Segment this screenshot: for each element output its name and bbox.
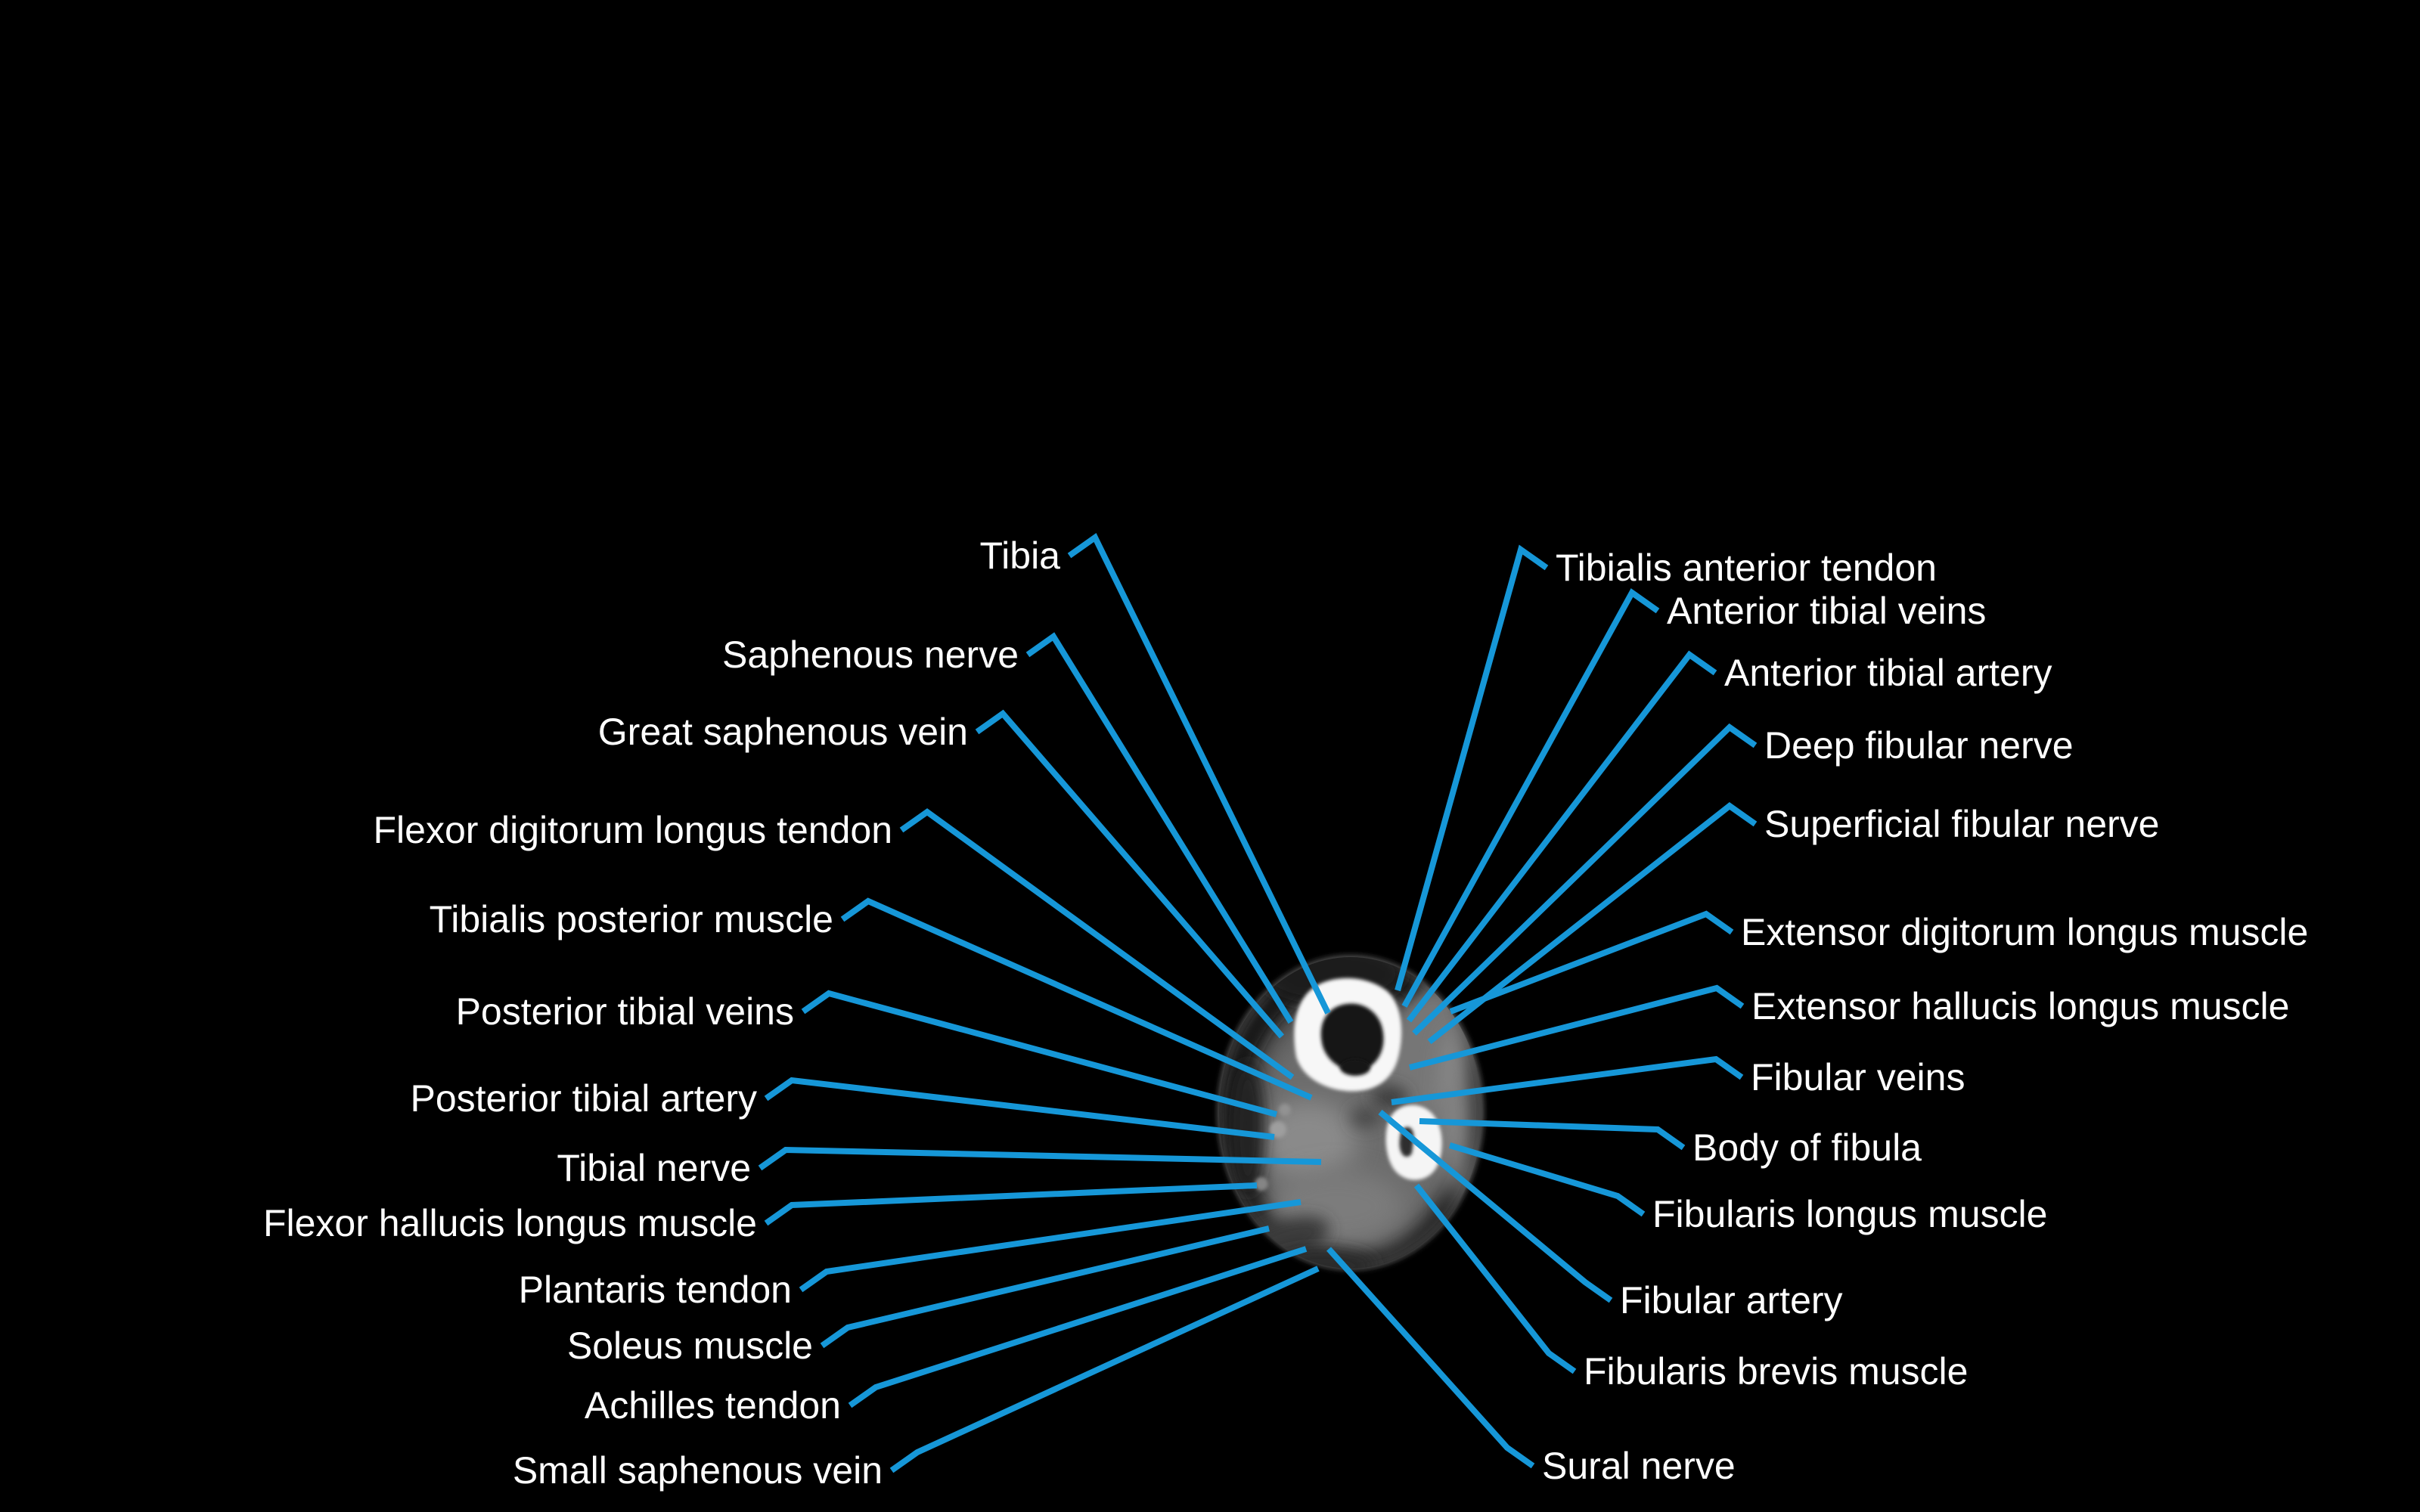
leader-line-flexor-hallucis-longus-muscle bbox=[764, 1182, 1258, 1226]
leader-line-superficial-fibular-nerve bbox=[1427, 802, 1758, 1045]
leader-line-anterior-tibial-artery bbox=[1406, 650, 1717, 1023]
leader-line-achilles-tendon bbox=[848, 1246, 1308, 1408]
leader-line-tibial-nerve bbox=[758, 1146, 1322, 1171]
leader-line-small-saphenous-vein bbox=[889, 1266, 1320, 1473]
leader-line-tibialis-anterior-tendon bbox=[1395, 544, 1549, 992]
leader-line-saphenous-nerve bbox=[1025, 632, 1294, 1024]
medial-fat-streak bbox=[1231, 1061, 1264, 1194]
leader-line-soleus-muscle bbox=[820, 1225, 1270, 1349]
leader-line-posterior-tibial-artery bbox=[764, 1077, 1275, 1140]
leader-line-tibia bbox=[1067, 533, 1331, 1015]
leader-line-sural-nerve bbox=[1326, 1247, 1535, 1469]
leader-line-tibialis-posterior-muscle bbox=[840, 897, 1313, 1101]
leader-line-body-of-fibula bbox=[1419, 1118, 1686, 1151]
leader-line-deep-fibular-nerve bbox=[1412, 723, 1758, 1036]
vessel-dot bbox=[1255, 1177, 1268, 1191]
leader-line-fibularis-brevis-muscle bbox=[1413, 1183, 1577, 1374]
leader-line-fibular-veins bbox=[1391, 1055, 1744, 1105]
vessel-dot bbox=[1270, 1121, 1286, 1138]
leader-line-great-saphenous-vein bbox=[975, 709, 1285, 1039]
leader-line-extensor-digitorum-longus-muscle bbox=[1449, 910, 1734, 1015]
tibia-cavity-notch bbox=[1340, 1059, 1370, 1076]
deep-dark-patch bbox=[1351, 1107, 1381, 1128]
leader-line-posterior-tibial-veins bbox=[801, 990, 1278, 1117]
leader-lines bbox=[758, 533, 1758, 1473]
leader-line-anterior-tibial-veins bbox=[1401, 588, 1660, 1008]
leader-line-flexor-digitorum-longus-tendon bbox=[899, 808, 1295, 1080]
leader-line-extensor-hallucis-longus-muscle bbox=[1408, 984, 1745, 1070]
leader-line-fibular-artery bbox=[1378, 1109, 1613, 1303]
leader-line-plantaris-tendon bbox=[799, 1199, 1302, 1293]
leader-line-fibularis-longus-muscle bbox=[1448, 1142, 1646, 1217]
vessel-dot bbox=[1279, 1104, 1291, 1116]
tibia-medullary-cavity bbox=[1320, 1003, 1384, 1071]
lateral-band bbox=[1441, 1030, 1472, 1199]
